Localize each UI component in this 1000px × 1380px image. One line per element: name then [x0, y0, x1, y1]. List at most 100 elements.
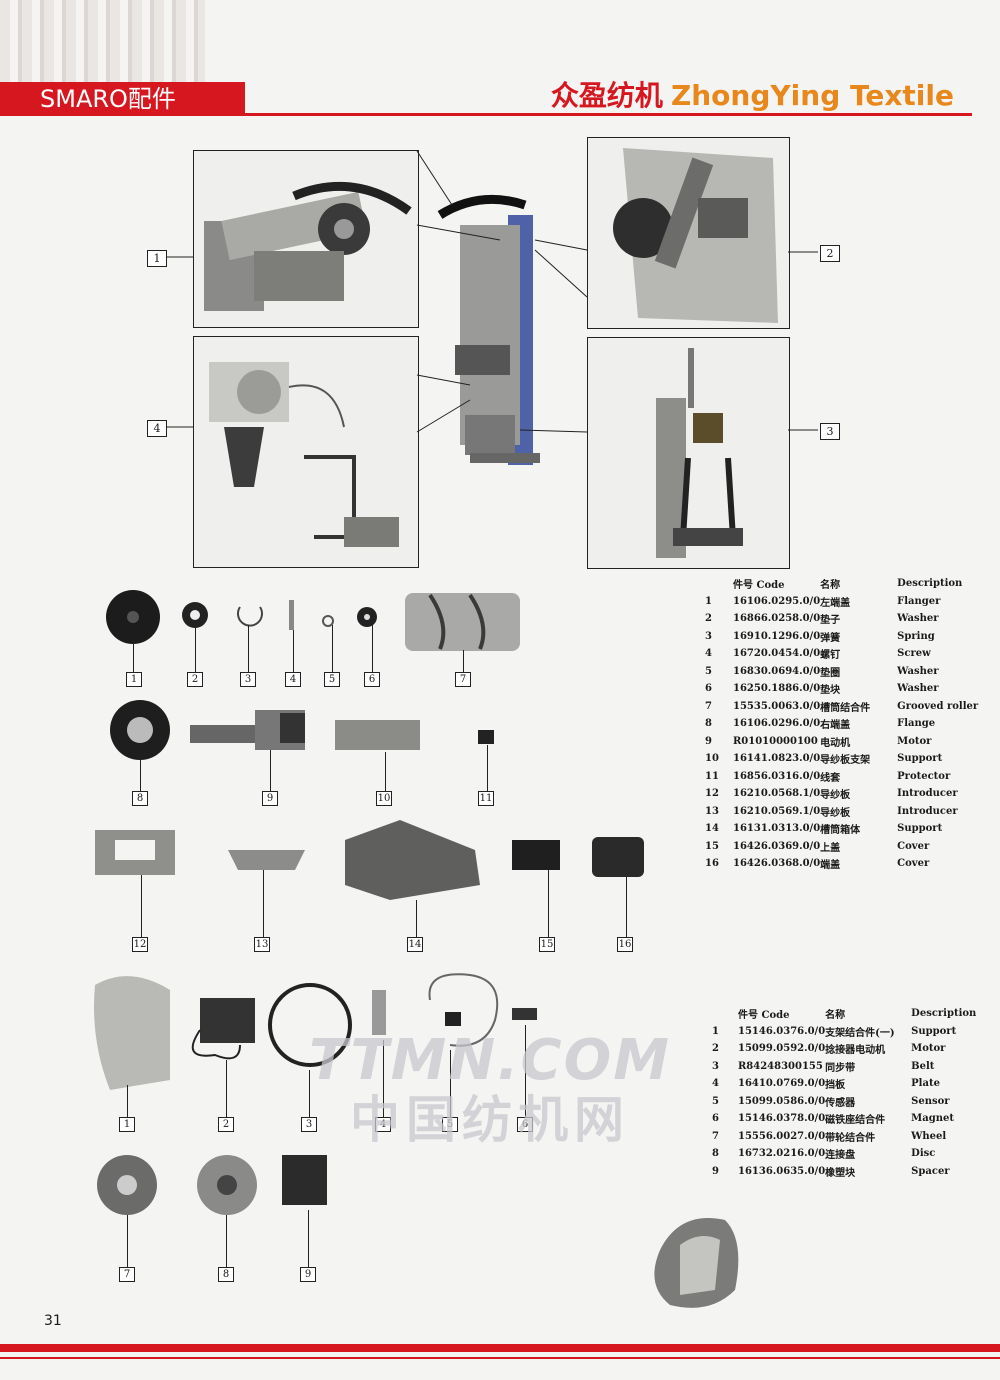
drum-housing-icon	[345, 820, 480, 900]
cell-no: 9	[705, 735, 712, 747]
part-tag: 4	[285, 672, 301, 687]
cell-desc: Motor	[897, 735, 932, 747]
cell-desc: Cover	[897, 840, 930, 852]
part-tag: 1	[126, 672, 142, 687]
part-tag: 11	[478, 791, 494, 806]
table-header-row: 件号 Code 名称 Description	[712, 1005, 976, 1023]
cell-name: 垫子	[820, 615, 841, 627]
part-tag: 5	[324, 672, 340, 687]
cell-name: 电动机	[820, 737, 851, 749]
cell-desc: Screw	[897, 648, 931, 660]
cell-no: 4	[712, 1078, 719, 1090]
cell-no: 16	[705, 858, 719, 870]
yarn-guide-support-icon	[335, 720, 420, 750]
part-tag: 6	[517, 1117, 533, 1132]
cell-desc: Motor	[911, 1043, 946, 1055]
cell-name: 槽筒结合件	[820, 702, 871, 714]
parts-group2-images	[94, 973, 537, 1215]
motor-icon	[190, 725, 260, 743]
cell-code: 16866.0258.0/0	[733, 613, 821, 625]
detail-frame-2	[587, 137, 790, 329]
cell-name: 槽筒箱体	[820, 825, 861, 837]
part-tag: 12	[132, 937, 148, 952]
cell-name: 垫圈	[820, 667, 841, 679]
cell-name: 左端盖	[820, 597, 851, 609]
cell-code: 16131.0313.0/0	[733, 823, 821, 835]
cell-code: 15146.0376.0/0	[738, 1025, 826, 1037]
cell-desc: Protector	[897, 770, 951, 782]
winding-head-image	[204, 181, 412, 311]
cell-name: 线套	[820, 772, 841, 784]
cell-code: 15099.0592.0/0	[738, 1043, 826, 1055]
introducer-13-icon	[228, 850, 305, 870]
cell-no: 5	[705, 665, 712, 677]
cell-desc: Support	[911, 1025, 957, 1037]
cell-code: 16426.0369.0/0	[733, 840, 821, 852]
col-description: Description	[911, 1008, 977, 1020]
cell-code: 16732.0216.0/0	[738, 1148, 826, 1160]
col-name: 名称	[825, 1010, 846, 1022]
assembly-callout-3: 3	[820, 423, 840, 440]
cell-no: 7	[712, 1130, 719, 1142]
cell-name: 导纱板支架	[820, 755, 871, 767]
part-tag: 2	[218, 1117, 234, 1132]
header-photo	[0, 0, 205, 82]
part-tag: 3	[240, 672, 256, 687]
cell-code: 15535.0063.0/0	[733, 700, 821, 712]
cell-no: 5	[712, 1095, 719, 1107]
cell-name: 垫块	[820, 685, 841, 697]
cell-desc: Grooved roller	[897, 700, 979, 712]
cell-desc: Introducer	[897, 788, 958, 800]
col-name: 名称	[820, 580, 841, 592]
part-tag: 14	[407, 937, 423, 952]
top-cover-icon	[512, 840, 560, 870]
cell-name: 带轮结合件	[825, 1132, 876, 1144]
grooved-roller-icon	[405, 593, 520, 651]
part-tag: 3	[301, 1117, 317, 1132]
cell-no: 11	[705, 770, 719, 782]
screw-icon	[289, 600, 294, 630]
company-name-cn: 众盈纺机	[550, 79, 663, 112]
cell-no: 15	[705, 840, 719, 852]
parts-group1-images	[95, 590, 560, 900]
splicer-motor-icon	[200, 998, 255, 1043]
spacer-icon	[282, 1155, 327, 1205]
cell-code: 16830.0694.0/0	[733, 665, 821, 677]
support-bracket-icon	[94, 976, 170, 1090]
cell-desc: Support	[897, 823, 943, 835]
part-tag: 2	[187, 672, 203, 687]
spring-icon	[237, 606, 263, 627]
cell-code: 16210.0569.1/0	[733, 805, 821, 817]
cell-code: 16410.0769.0/0	[738, 1078, 826, 1090]
footer-bar	[0, 1344, 1000, 1352]
cell-desc: Spring	[897, 630, 935, 642]
cell-no: 6	[712, 1113, 719, 1125]
cell-name: 橡塑块	[825, 1167, 856, 1179]
end-cover-image	[592, 837, 644, 877]
cell-name: 导纱板	[820, 790, 851, 802]
end-cover-icon	[592, 837, 644, 877]
cell-code: 16856.0316.0/0	[733, 770, 821, 782]
col-code: 件号 Code	[733, 580, 785, 592]
cell-code: 16106.0295.0/0	[733, 595, 821, 607]
company-name-en: ZhongYing Textile	[670, 79, 954, 112]
part-tag: 8	[218, 1267, 234, 1282]
cell-desc: Belt	[911, 1060, 935, 1072]
cell-desc: Flange	[897, 718, 936, 730]
part-tag: 5	[442, 1117, 458, 1132]
